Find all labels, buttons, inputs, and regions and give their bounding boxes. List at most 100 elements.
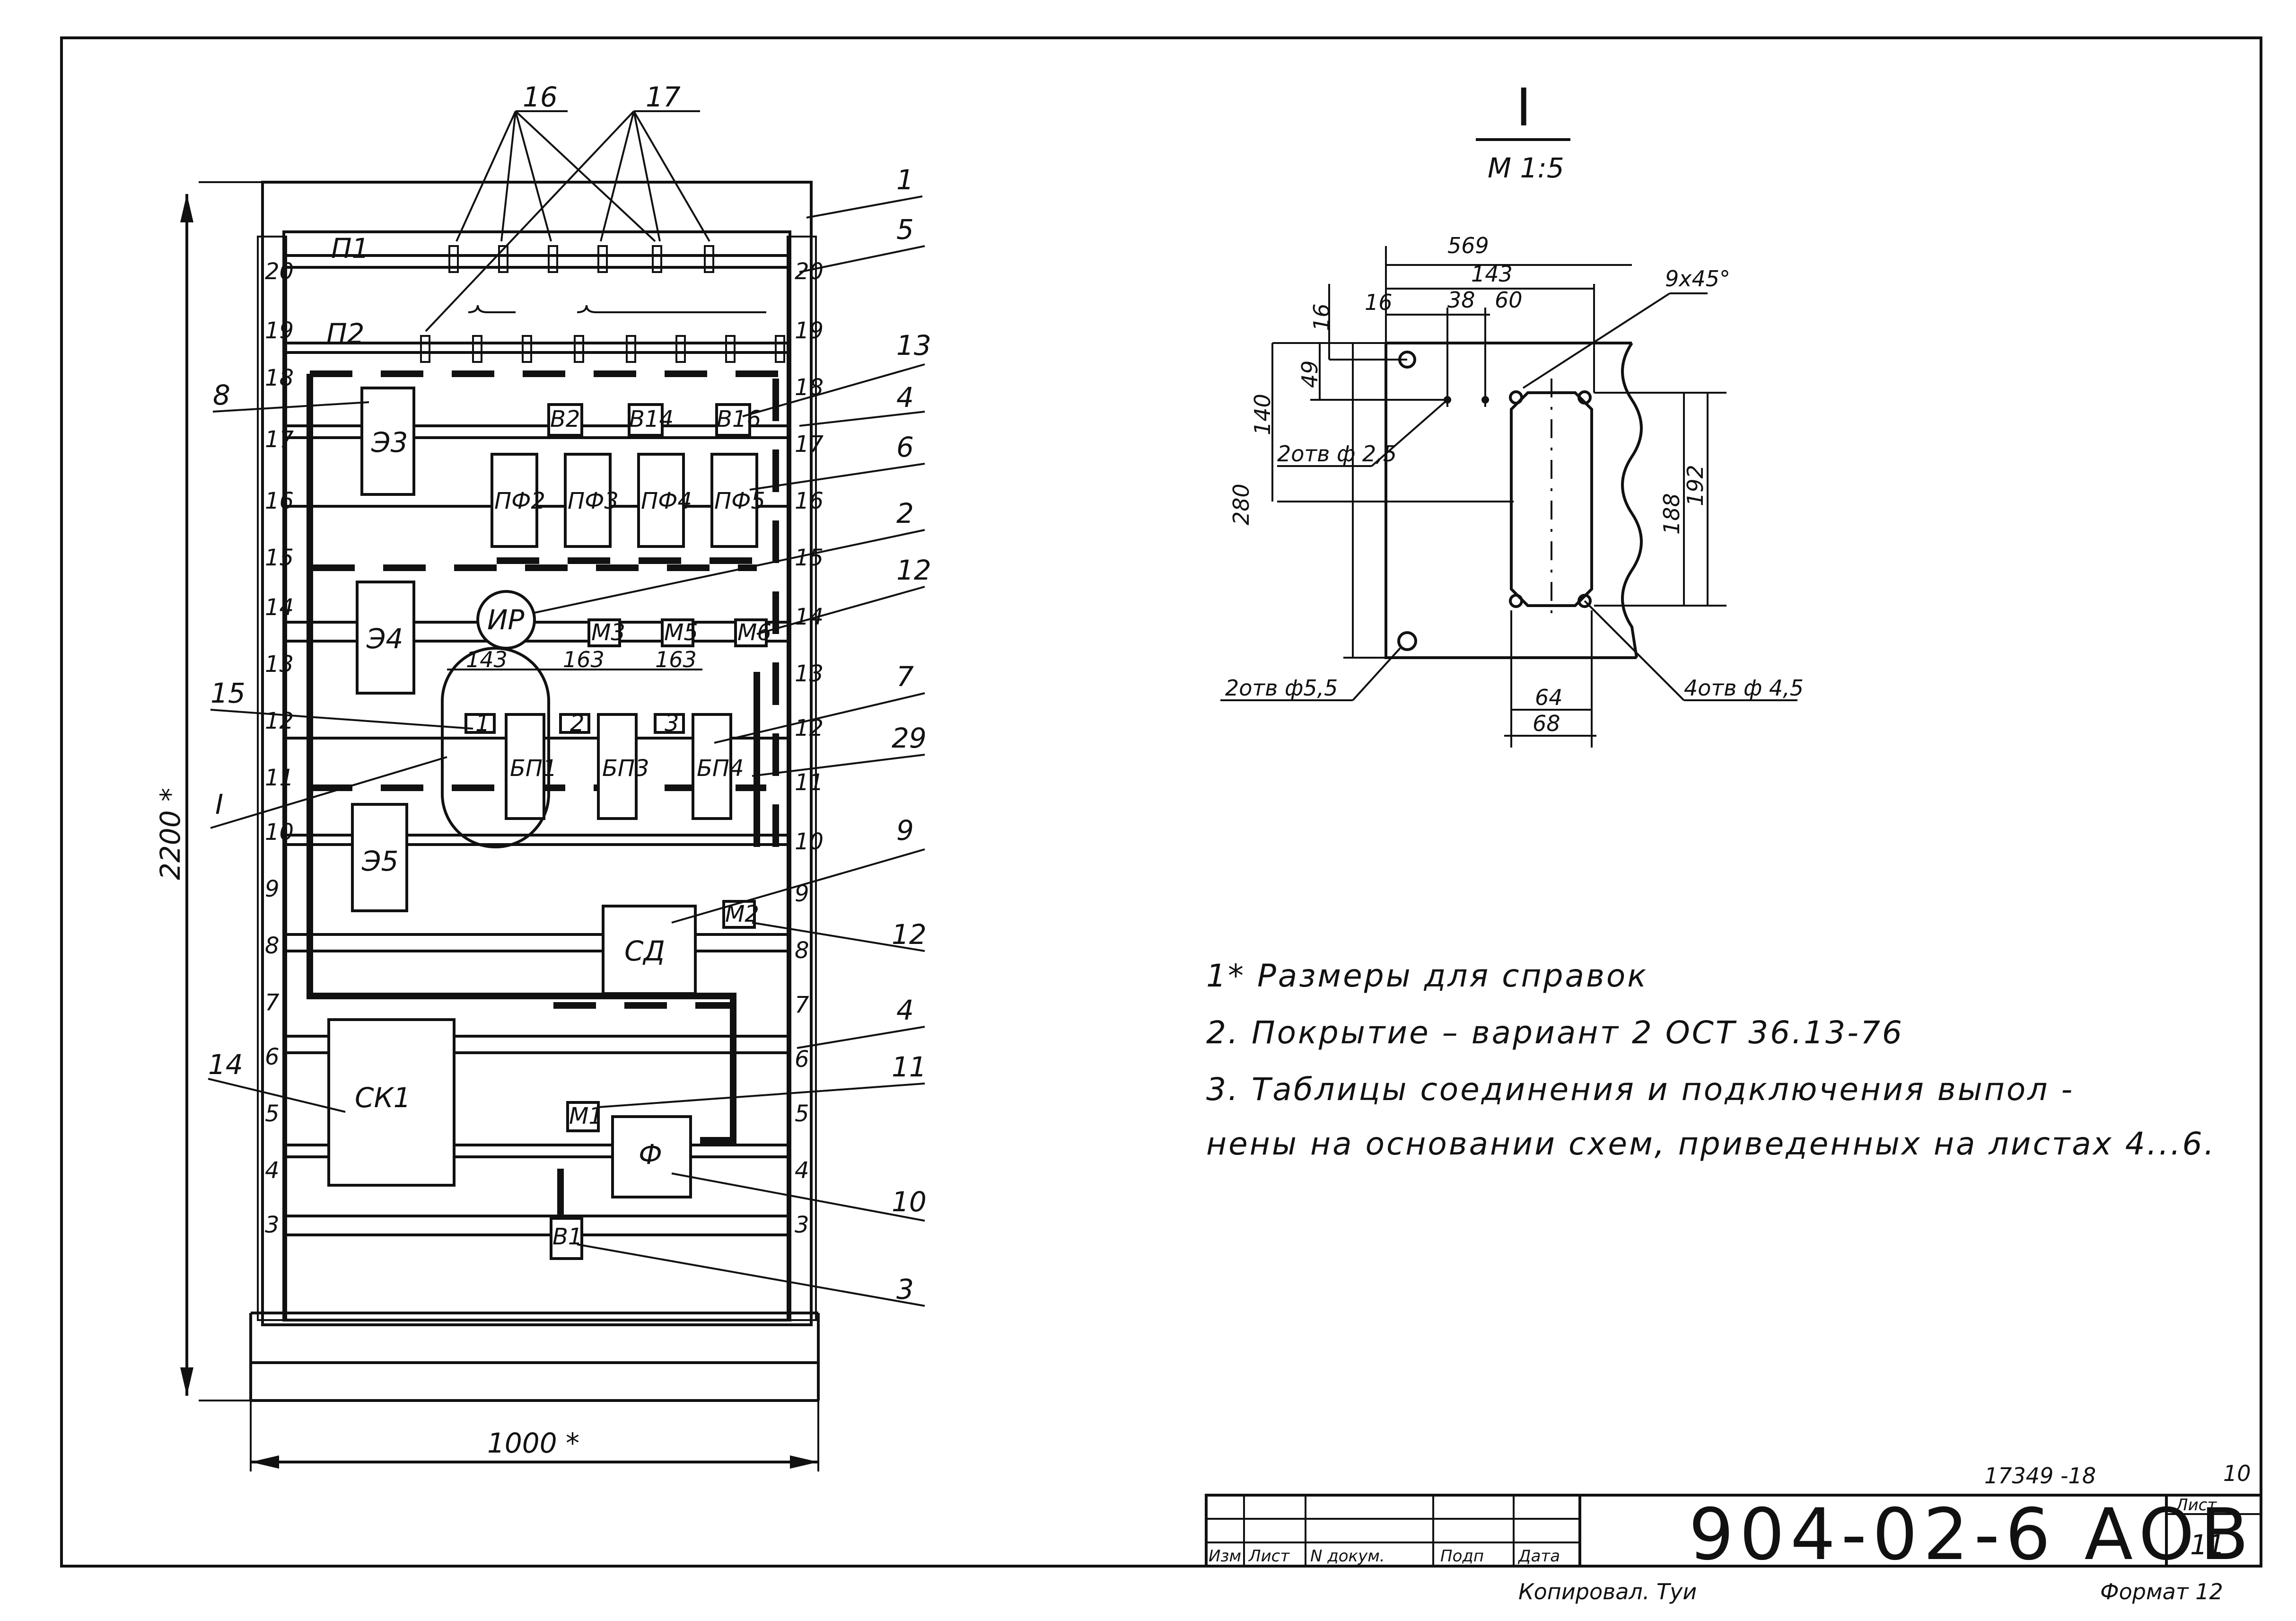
device-m5-label: М5 — [664, 619, 698, 646]
detail-scale: М 1:5 — [1488, 152, 1564, 184]
notes: 1* Размеры для справок 2. Покрытие – вар… — [1206, 958, 2216, 1162]
tag-1: 1 — [475, 710, 490, 737]
device-v1 — [550, 1217, 583, 1260]
svg-text:1: 1 — [896, 164, 914, 196]
svg-text:9: 9 — [265, 876, 280, 902]
svg-text:2: 2 — [896, 497, 914, 529]
height-dim-label: 2200 * — [154, 788, 186, 880]
svg-text:19: 19 — [795, 317, 824, 344]
svg-text:38: 38 — [1447, 287, 1475, 313]
svg-text:60: 60 — [1495, 287, 1523, 313]
plate-slot — [1510, 391, 1593, 607]
svg-text:I: I — [215, 788, 223, 820]
device-pf2-label: ПФ2 — [494, 488, 545, 514]
device-bp3-label: БП3 — [602, 755, 649, 782]
tag-3: 3 — [665, 710, 679, 737]
device-v14-label: В14 — [629, 406, 674, 432]
rail-terminals — [420, 245, 785, 363]
svg-text:7: 7 — [896, 661, 914, 693]
svg-text:8: 8 — [265, 933, 280, 959]
device-m6-label: М6 — [737, 619, 771, 646]
cabinet-elevation: П1 П2 — [154, 81, 931, 1471]
svg-text:64: 64 — [1535, 685, 1563, 710]
device-ir-label: ИР — [487, 604, 524, 636]
scale-numbers-left: 20 19 18 17 16 15 14 13 12 11 10 9 8 7 6… — [265, 258, 294, 1238]
left-scale-strip — [257, 236, 287, 1321]
svg-text:14: 14 — [208, 1048, 243, 1081]
svg-text:Дата: Дата — [1517, 1547, 1560, 1566]
scale-numbers-right: 20 19 18 17 16 15 14 13 12 11 10 9 8 7 6… — [795, 258, 824, 1238]
svg-text:Лист: Лист — [1248, 1547, 1290, 1566]
svg-text:19: 19 — [265, 317, 294, 344]
device-e4 — [356, 581, 415, 695]
cabinet-outline — [261, 181, 813, 1326]
device-e3-label: Э3 — [371, 426, 408, 458]
svg-text:13: 13 — [896, 329, 931, 361]
svg-text:12: 12 — [896, 554, 931, 586]
device-pf5-label: ПФ5 — [714, 488, 765, 514]
hole-4-label: 4отв ф 4,5 — [1684, 675, 1804, 701]
callout-numbers: 16 17 1 5 13 4 6 2 12 7 29 9 12 4 11 10 … — [208, 81, 931, 1305]
svg-text:13: 13 — [265, 651, 294, 678]
device-bp3 — [597, 713, 638, 820]
device-e3 — [360, 387, 415, 496]
svg-text:569: 569 — [1447, 233, 1489, 258]
svg-text:8: 8 — [213, 379, 230, 411]
device-v16-label: В16 — [717, 406, 761, 432]
copied-by: Копировал. Туи — [1518, 1579, 1697, 1604]
svg-text:280: 280 — [1228, 484, 1254, 525]
svg-text:Изм: Изм — [1209, 1547, 1241, 1566]
svg-text:N докум.: N докум. — [1310, 1547, 1385, 1566]
svg-text:17: 17 — [646, 81, 681, 113]
svg-text:10: 10 — [265, 819, 294, 846]
detail-title: I — [1516, 77, 1531, 138]
detail-I: I М 1:5 — [1220, 77, 1804, 748]
svg-text:15: 15 — [265, 545, 294, 571]
hole-big-label: 2отв ф5,5 — [1225, 675, 1338, 701]
svg-text:4: 4 — [265, 1157, 280, 1184]
device-sk1-label: СК1 — [355, 1082, 411, 1114]
device-bp1-label: БП1 — [510, 755, 557, 782]
svg-text:11: 11 — [795, 769, 824, 796]
svg-text:188: 188 — [1659, 493, 1684, 535]
svg-text:10: 10 — [892, 1186, 927, 1218]
svg-text:4: 4 — [896, 994, 914, 1026]
callout-leaders — [208, 110, 925, 1307]
svg-text:4: 4 — [896, 381, 914, 414]
svg-text:17: 17 — [795, 431, 824, 458]
inner-dim-163a: 163 — [563, 647, 605, 672]
device-m3-label: М3 — [591, 619, 625, 646]
svg-text:18: 18 — [795, 374, 824, 401]
svg-text:15: 15 — [210, 677, 245, 709]
svg-text:14: 14 — [265, 594, 294, 621]
svg-text:16: 16 — [523, 81, 558, 113]
note-1: 1* Размеры для справок — [1206, 958, 1648, 994]
corner-number: 10 — [2223, 1461, 2251, 1486]
svg-text:10: 10 — [795, 828, 824, 855]
svg-text:49: 49 — [1297, 360, 1323, 388]
device-v1-label: В1 — [552, 1224, 582, 1250]
svg-text:140: 140 — [1250, 394, 1275, 435]
svg-text:13: 13 — [795, 661, 824, 687]
inner-dim-143: 143 — [466, 647, 508, 672]
right-scale-strip — [787, 236, 817, 1321]
svg-text:12: 12 — [265, 708, 294, 734]
svg-text:29: 29 — [892, 722, 927, 754]
hole-small-label: 2отв ф 2,5 — [1277, 441, 1397, 467]
svg-text:8: 8 — [795, 937, 809, 964]
device-e4-label: Э4 — [366, 623, 403, 655]
drawing-code: 904-02-6 АОВ — [1689, 1494, 2254, 1576]
note-3-cont: нены на основании схем, приведенных на л… — [1206, 1126, 2216, 1162]
device-e5-label: Э5 — [361, 845, 398, 877]
svg-text:3: 3 — [795, 1212, 809, 1238]
svg-text:12: 12 — [892, 918, 927, 951]
format-label: Формат 12 — [2100, 1579, 2223, 1604]
device-m1-label: М1 — [569, 1103, 603, 1129]
tag-2: 2 — [570, 710, 585, 737]
svg-text:16: 16 — [1365, 290, 1393, 315]
svg-text:11: 11 — [892, 1051, 927, 1083]
svg-text:3: 3 — [896, 1273, 914, 1305]
device-bp1 — [505, 713, 545, 820]
svg-text:16: 16 — [1309, 303, 1334, 331]
svg-text:6: 6 — [896, 431, 914, 463]
